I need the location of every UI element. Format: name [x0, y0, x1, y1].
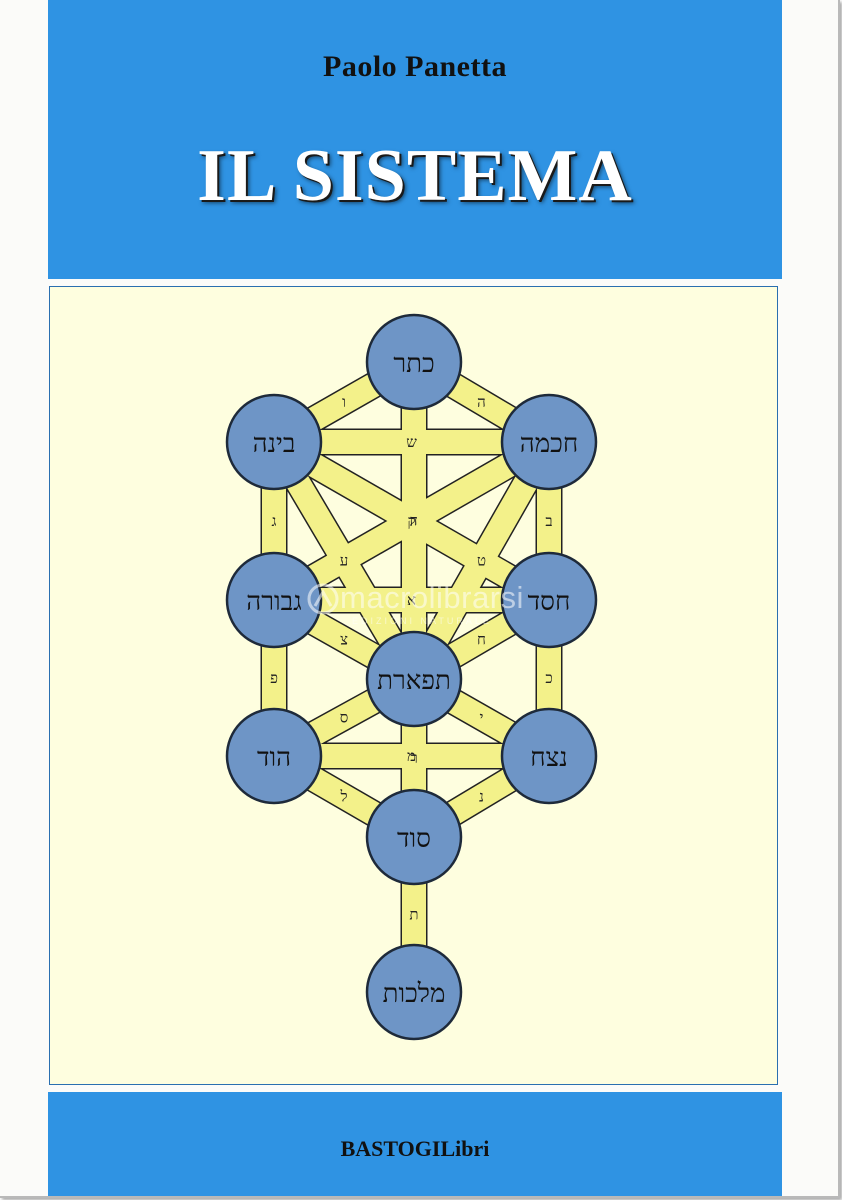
- sephira-label: הוד: [257, 743, 291, 773]
- path-letter: פ: [270, 669, 278, 687]
- book-title: IL SISTEMA: [197, 135, 633, 217]
- sephira-daat: חסד: [500, 551, 598, 649]
- path-letter: ב: [545, 512, 552, 530]
- bottom-band: BASTOGILibri: [48, 1092, 782, 1196]
- path-letter: ת: [409, 906, 418, 924]
- sephira-circle: [225, 707, 323, 805]
- path-letter: ח: [477, 631, 486, 649]
- sephira-circle: [365, 788, 463, 886]
- path-letter: א: [407, 591, 416, 609]
- path-letter: ס: [340, 709, 349, 727]
- path-letter: ר: [410, 749, 417, 767]
- sephira-label: כתר: [393, 349, 434, 379]
- sephira-gevurah: גבורה: [225, 551, 323, 649]
- path-letter: ו: [342, 393, 346, 411]
- sephira-circle: [500, 393, 598, 491]
- path-letter: ש: [406, 433, 417, 451]
- path-chokhmah-gevurah: [268, 431, 555, 611]
- sephira-label: חסד: [528, 587, 571, 617]
- sephira-circle: [500, 707, 598, 805]
- path-letter: ט: [477, 552, 486, 570]
- sephira-circle: [365, 943, 463, 1041]
- path-letter: מ: [407, 747, 416, 765]
- path-letter: כ: [545, 669, 552, 687]
- sephira-label: חכמה: [520, 429, 578, 459]
- path-letter: ז: [409, 512, 413, 530]
- author-name: Paolo Panetta: [323, 50, 507, 83]
- sephira-label: סוד: [397, 824, 431, 854]
- tree-of-life-diagram: ו ה ד ש קז ג ב ע ט א צ ח פ כ ס י רמ ל נ ת כתר חכמה בינה חסד גבור…: [225, 313, 598, 1041]
- sephira-circle: [225, 393, 323, 491]
- sephira-chokhmah: חכמה: [500, 393, 598, 491]
- path-letter: י: [480, 709, 484, 727]
- sephira-label: בינה: [253, 429, 296, 459]
- sephira-malkhut: מלכות: [365, 943, 463, 1041]
- sephira-label: מלכות: [383, 979, 446, 1009]
- sephira-circle: [365, 630, 463, 728]
- sephira-keter: כתר: [365, 313, 463, 411]
- sephira-label: גבורה: [246, 587, 302, 617]
- sephira-label: נצח: [530, 743, 567, 773]
- path-letter: ג: [272, 512, 277, 530]
- sephira-yesod: סוד: [365, 788, 463, 886]
- path-letter: ק: [407, 512, 415, 530]
- path-letter: צ: [340, 631, 348, 649]
- path-letter: ל: [339, 788, 347, 806]
- sephira-binah: בינה: [225, 393, 323, 491]
- sephira-netzach: נצח: [500, 707, 598, 805]
- path-letter: נ: [479, 788, 484, 806]
- sephira-circle: [365, 313, 463, 411]
- path-letter: ע: [340, 552, 349, 570]
- path-letter: ה: [477, 393, 486, 411]
- sephira-tiferet: תפארת: [365, 630, 463, 728]
- sephira-label: תפארת: [377, 666, 451, 696]
- sephira-hod: הוד: [225, 707, 323, 805]
- top-band: Paolo Panetta IL SISTEMA: [48, 0, 782, 279]
- path-letter: ד: [410, 512, 417, 530]
- publisher-name: BASTOGILibri: [340, 1136, 490, 1161]
- sephira-circle: [500, 551, 598, 649]
